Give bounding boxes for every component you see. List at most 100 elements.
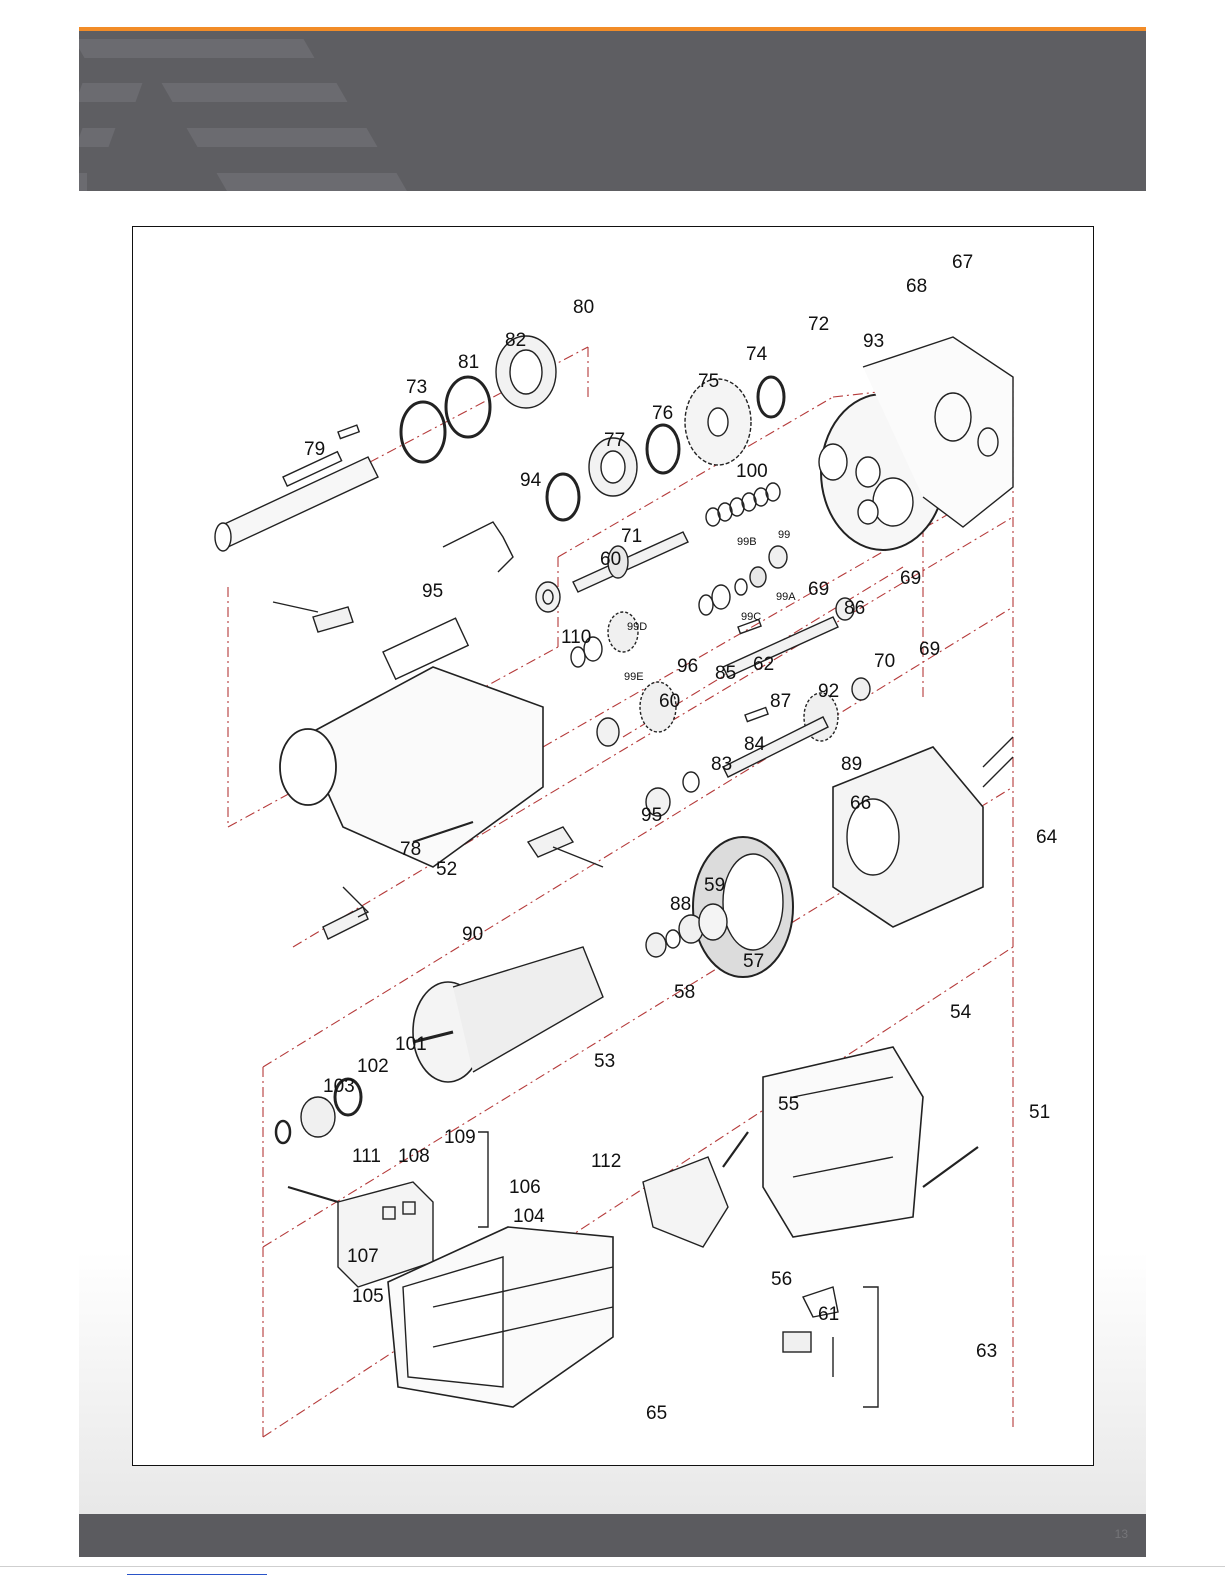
- part-95-clamp-upper: [273, 602, 353, 632]
- page-number: 13: [1115, 1527, 1128, 1541]
- callout-label: 90: [462, 924, 483, 945]
- header-stripe: [79, 83, 142, 102]
- callout-label: 99B: [737, 536, 757, 548]
- part-92-key: [745, 707, 768, 721]
- part-54-rear-cover: [763, 1047, 923, 1237]
- callout-label: 107: [347, 1246, 379, 1267]
- part-78-gear-housing-front: [280, 618, 543, 867]
- callout-label: 51: [1029, 1102, 1050, 1123]
- page-footer-bar: 13: [79, 1514, 1146, 1557]
- part-63-brush-holder-assembly: [803, 1287, 878, 1407]
- callout-label: 85: [715, 663, 736, 684]
- callout-label: 99: [778, 529, 790, 541]
- callout-label: 64: [1036, 827, 1058, 848]
- callout-label: 67: [952, 252, 973, 273]
- part-103-circlip: [276, 1121, 290, 1143]
- part-53-armature: [413, 947, 603, 1082]
- callout-label: 89: [841, 754, 862, 775]
- header-stripe: [217, 173, 408, 191]
- callout-label: 94: [520, 470, 542, 491]
- callout-label: 71: [621, 526, 642, 547]
- part-90-pin: [323, 887, 368, 939]
- callout-label: 101: [395, 1034, 427, 1055]
- callout-label: 69: [900, 568, 921, 589]
- callout-label: 95: [422, 581, 443, 602]
- part-100-shims: [706, 483, 780, 526]
- callout-label: 74: [746, 344, 768, 365]
- callout-label: 55: [778, 1094, 799, 1115]
- callout-label: 111: [352, 1146, 381, 1167]
- callout-label: 52: [436, 859, 457, 880]
- part-79-spindle: [215, 452, 378, 551]
- part-81-circlip: [401, 402, 445, 462]
- callout-label: 83: [711, 754, 732, 775]
- header-stripe: [79, 128, 115, 147]
- callout-label: 61: [818, 1304, 839, 1325]
- callout-label: 87: [770, 691, 791, 712]
- bottom-rule: [0, 1566, 1225, 1567]
- callout-label: 106: [509, 1177, 541, 1198]
- part-89-shaft: [723, 717, 828, 777]
- callout-label: 99A: [776, 591, 796, 603]
- part-94-lever: [443, 522, 513, 572]
- part-95-clamp-lower: [528, 827, 603, 867]
- part-111-screw: [288, 1187, 338, 1202]
- callout-label: 96: [677, 656, 698, 677]
- header-stripe: [79, 173, 87, 191]
- callout-label: 82: [505, 330, 526, 351]
- callout-label: 60: [659, 691, 680, 712]
- callout-label: 65: [646, 1403, 667, 1424]
- callout-label: 92: [818, 681, 839, 702]
- part-82-ring: [446, 377, 490, 437]
- callout-label: 68: [906, 276, 927, 297]
- callout-label: 93: [863, 331, 884, 352]
- callout-label: 100: [736, 461, 768, 482]
- part-58-washer: [666, 930, 680, 948]
- part-55-screw: [723, 1132, 748, 1167]
- bracket-112: [478, 1132, 488, 1227]
- part-88-bearing: [646, 933, 666, 957]
- part-84-washer: [683, 772, 699, 792]
- part-77-circlip: [547, 474, 579, 520]
- callout-label: 99E: [624, 671, 644, 683]
- part-57-bearing-holder: [699, 904, 727, 940]
- callout-label: 112: [591, 1151, 621, 1172]
- callout-label: 79: [304, 439, 325, 460]
- callout-label: 102: [357, 1056, 389, 1077]
- callout-label: 54: [950, 1002, 972, 1023]
- callout-label: 86: [844, 598, 865, 619]
- callout-label: 63: [976, 1341, 997, 1362]
- bottom-link-underline: [127, 1574, 267, 1575]
- part-73-key: [338, 425, 359, 438]
- callout-label: 70: [874, 651, 895, 672]
- callout-label: 57: [743, 951, 764, 972]
- callout-label: 76: [652, 403, 673, 424]
- exploded-parts-diagram: 6768938082817374727576771007994716099B99…: [132, 226, 1094, 1466]
- callout-label: 69: [919, 639, 940, 660]
- callout-label: 72: [808, 314, 829, 335]
- part-56-brush-holder: [643, 1157, 728, 1247]
- part-72-circlip: [758, 377, 784, 417]
- callout-label: 95: [641, 805, 662, 826]
- callout-label: 105: [352, 1286, 384, 1307]
- callout-label: 80: [573, 297, 594, 318]
- part-51-screw: [923, 1147, 978, 1187]
- page-header-banner: [79, 31, 1146, 191]
- header-stripe: [79, 39, 314, 58]
- callout-label: 103: [323, 1076, 355, 1097]
- callout-label: 110: [561, 627, 591, 648]
- callout-label: 60: [600, 549, 621, 570]
- part-75-ring: [647, 425, 679, 473]
- callout-label: 104: [513, 1206, 545, 1227]
- part-60-bearing-upper: [536, 582, 560, 612]
- callout-label: 88: [670, 894, 691, 915]
- callout-label: 109: [444, 1127, 476, 1148]
- callout-label: 78: [400, 839, 421, 860]
- callout-label: 75: [698, 371, 719, 392]
- callout-label: 53: [594, 1051, 615, 1072]
- callout-label: 77: [604, 430, 625, 451]
- callout-label: 81: [458, 352, 479, 373]
- callout-label: 108: [398, 1146, 430, 1167]
- header-stripe: [162, 83, 348, 102]
